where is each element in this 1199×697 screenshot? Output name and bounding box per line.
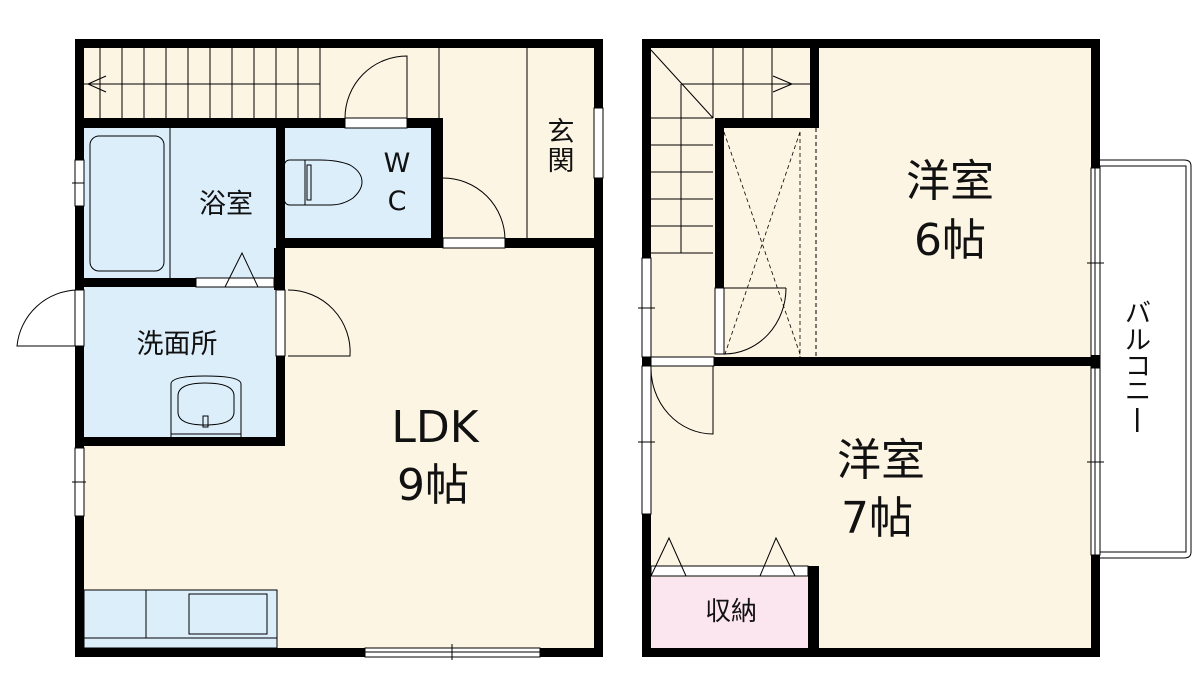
room7-size-label: 7帖 [841, 493, 913, 544]
stairs-arrow-icon [86, 75, 107, 93]
room7-label: 洋室 [837, 435, 925, 486]
bathtub-icon [89, 135, 165, 272]
svg-text:ル: ル [1125, 326, 1151, 356]
svg-text:コ: コ [1125, 352, 1151, 382]
wc-label-w: W [384, 148, 411, 179]
stairs-arrow-icon-2 [772, 75, 794, 93]
walls-floor1 [75, 39, 603, 657]
storage-label: 収納 [705, 597, 757, 627]
entrance-label-1: 玄 [548, 117, 575, 148]
bath-label: 浴室 [199, 189, 253, 220]
room6-label: 洋室 [906, 156, 994, 207]
svg-text:バ: バ [1125, 299, 1151, 329]
storage-room [651, 577, 811, 648]
closet-open-area [714, 128, 817, 358]
balcony-label: バ ル コ ニ [1125, 299, 1151, 432]
ldk-size-label: 9帖 [397, 460, 469, 511]
bath-room [84, 128, 276, 278]
stairs-floor2 [650, 48, 810, 254]
floor-2: 洋室 6帖 洋室 7帖 収納 バ ル コ ニ [638, 39, 1192, 657]
balcony-long-vowel-mark [1136, 408, 1139, 432]
room6-size-label: 6帖 [914, 215, 986, 266]
wc-label-c: C [388, 186, 407, 217]
washroom [84, 287, 276, 437]
walls-floor2 [642, 39, 1100, 657]
ldk-label: LDK [391, 402, 479, 453]
wc-room [285, 128, 431, 238]
entrance-label-2: 関 [548, 146, 575, 177]
washroom-label: 洗面所 [137, 329, 218, 360]
floor-1: 浴室 W C 玄 関 洗面所 LDK 9帖 [16, 39, 604, 660]
stairs-floor1 [84, 48, 321, 118]
washbasin-icon [170, 375, 242, 437]
kitchen-counter [83, 589, 278, 649]
svg-text:ニ: ニ [1125, 377, 1151, 407]
kitchen-sink [188, 593, 268, 635]
balcony [1087, 159, 1192, 559]
